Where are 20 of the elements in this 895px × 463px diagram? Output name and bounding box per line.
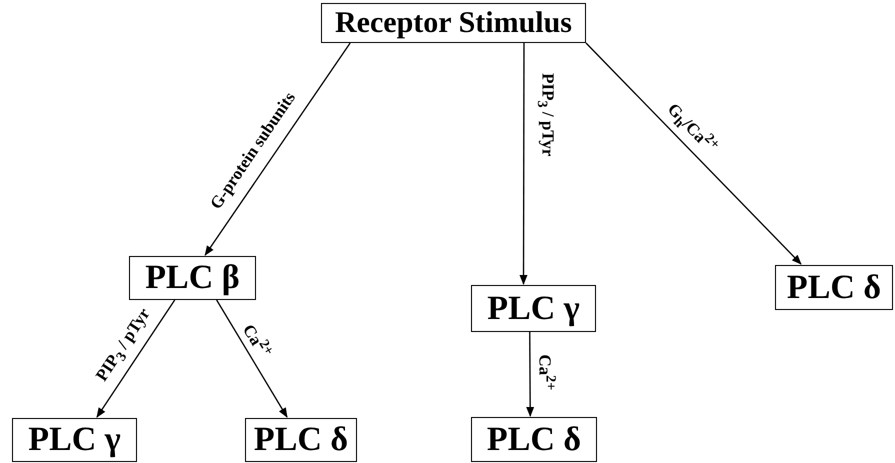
arrow (204, 42, 351, 256)
arrow (526, 332, 534, 417)
arrow (216, 300, 288, 418)
arrow (586, 42, 802, 265)
process-box (471, 285, 596, 332)
process-box (775, 265, 893, 310)
process-box (321, 3, 586, 43)
process-box (12, 418, 137, 462)
process-box (129, 256, 256, 300)
node-label: PLC β (145, 259, 240, 297)
node-label: PLC δ (786, 268, 882, 306)
node-label: PLC δ (254, 421, 348, 459)
node-label: PLC γ (28, 421, 121, 459)
node-label: PLC δ (486, 420, 582, 458)
node-label: PLC γ (487, 290, 580, 328)
arrow (520, 43, 528, 285)
process-box (471, 417, 597, 462)
node-label: Receptor Stimulus (335, 6, 572, 40)
process-box (245, 418, 357, 462)
arrow (96, 300, 176, 418)
